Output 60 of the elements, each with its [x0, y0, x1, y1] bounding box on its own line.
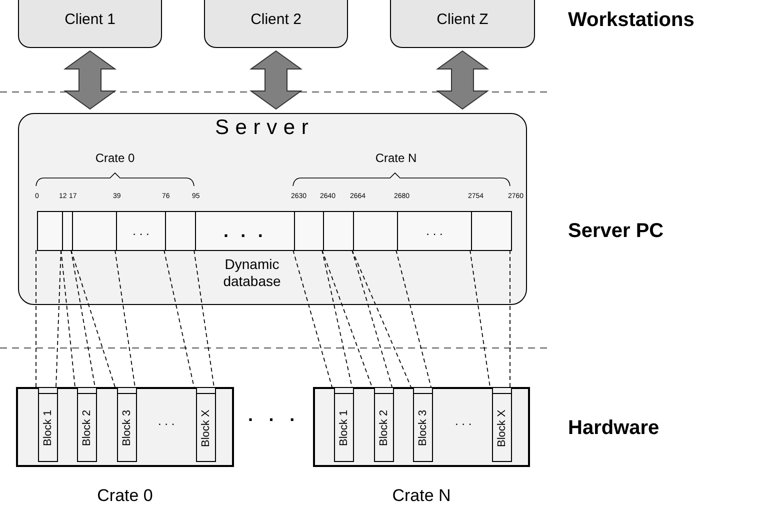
database-cell [323, 211, 354, 251]
ellipsis: . . . [223, 222, 266, 240]
mapping-line [352, 250, 432, 388]
client-box [18, 0, 162, 48]
database-cell [165, 211, 196, 251]
block-label: Block X [199, 408, 213, 449]
mapping-line [322, 250, 392, 388]
block-label: Block X [495, 408, 509, 449]
database-label: Dynamic database [222, 256, 282, 290]
block-label: Block 3 [416, 408, 430, 448]
crate-label: Crate N [391, 485, 452, 507]
block-module [413, 387, 433, 462]
block-label: Block 1 [41, 408, 55, 448]
mapping-line [36, 250, 62, 388]
block-module [196, 387, 216, 462]
double-arrow [249, 50, 303, 110]
ellipsis: . . . [426, 225, 443, 237]
server-title: Server [215, 117, 315, 138]
client-name: Client Z [436, 12, 488, 27]
client-box [390, 0, 535, 48]
block-module [77, 387, 97, 462]
database-cell [37, 211, 63, 251]
block-module [374, 387, 394, 462]
mapping-line [470, 250, 510, 388]
database-cell [72, 211, 117, 251]
database-cell [62, 211, 73, 251]
block-module [117, 387, 137, 462]
client-box [204, 0, 348, 48]
ellipsis: . . . [455, 415, 472, 427]
block-module [334, 387, 354, 462]
mapping-line [292, 250, 352, 388]
database-cell [195, 211, 295, 251]
block-label: Block 2 [377, 408, 391, 448]
double-arrow [63, 50, 117, 110]
database-cell [397, 211, 472, 251]
section-label: Server PC [568, 221, 664, 241]
mapping-line [164, 250, 214, 388]
database-cell [353, 211, 398, 251]
database-cell [294, 211, 324, 251]
crate-label: Crate N [374, 152, 418, 164]
block-label: Block 3 [120, 408, 134, 448]
crate-label: Crate 0 [94, 152, 136, 164]
client-name: Client 1 [64, 12, 116, 27]
section-label: Hardware [568, 418, 660, 438]
ellipsis: . . . [248, 406, 300, 424]
database-cell [471, 211, 512, 251]
ellipsis: . . . [158, 415, 175, 427]
block-module [38, 387, 58, 462]
crate-label: Crate 0 [96, 485, 154, 507]
mapping-line [60, 250, 96, 388]
mapping-line [70, 250, 136, 388]
ellipsis: . . . [132, 225, 150, 237]
client-name: Client 2 [250, 12, 302, 27]
double-arrow [436, 50, 490, 110]
block-label: Block 2 [80, 408, 94, 448]
server-box [18, 113, 527, 305]
block-module [492, 387, 512, 462]
block-label: Block 1 [337, 408, 351, 448]
section-label: Workstations [568, 10, 694, 30]
database-cell [116, 211, 166, 251]
